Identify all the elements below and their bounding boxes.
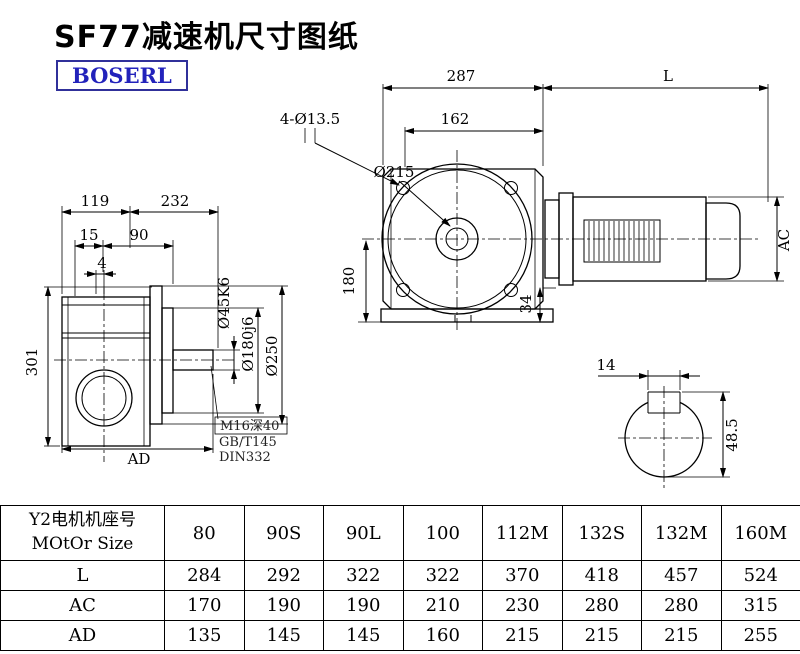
front-view-dimension-lines <box>304 84 784 323</box>
table-cell: 418 <box>561 560 642 591</box>
dim-L-label: L <box>663 67 673 85</box>
size-col-100: 100 <box>402 505 483 561</box>
table-header-motor-size: Y2电机机座号 MOtOr Size <box>0 505 165 561</box>
table-cell: 160 <box>402 620 483 651</box>
shaft-section-dimension-lines <box>598 370 730 478</box>
dim-flange-diameter-label: Ø215 <box>374 163 415 181</box>
note-standard1-label: GB/T145 <box>219 435 277 450</box>
table-cell: 210 <box>402 590 483 621</box>
table-header-row: Y2电机机座号 MOtOr Size 80 90S 90L 100 112M 1… <box>0 505 800 561</box>
size-col-90l: 90L <box>323 505 404 561</box>
dim-34-label: 34 <box>517 294 535 313</box>
dim-90-label: 90 <box>129 226 148 244</box>
side-view-centerlines <box>54 288 236 462</box>
dim-232-label: 232 <box>161 192 190 210</box>
side-view-dimension-lines <box>44 206 288 453</box>
brand-logo: BOSERL <box>56 60 188 91</box>
table-cell: 280 <box>641 590 722 621</box>
table-cell: 170 <box>164 590 245 621</box>
table-cell: 145 <box>323 620 404 651</box>
motor-size-label-en: MOtOr Size <box>31 534 134 554</box>
size-col-132m: 132M <box>641 505 722 561</box>
table-cell: 190 <box>323 590 404 621</box>
size-col-132s: 132S <box>561 505 642 561</box>
dim-bolt-holes-label: 4-Ø13.5 <box>280 110 340 128</box>
table-row-AD: AD 135 145 145 160 215 215 215 255 <box>0 620 800 651</box>
dim-flange-od-label: Ø250 <box>263 336 281 377</box>
dim-AC-label: AC <box>775 229 793 252</box>
shaft-section-centerlines <box>618 386 712 490</box>
table-cell: 135 <box>164 620 245 651</box>
table-cell: 255 <box>720 620 800 651</box>
table-cell: 230 <box>482 590 563 621</box>
table-cell: 215 <box>641 620 722 651</box>
table-cell: 280 <box>561 590 642 621</box>
note-thread-label: M16深40 <box>220 419 279 434</box>
table-cell: 215 <box>482 620 563 651</box>
motor-size-table: Y2电机机座号 MOtOr Size 80 90S 90L 100 112M 1… <box>0 505 800 651</box>
table-cell: 190 <box>243 590 324 621</box>
size-col-80: 80 <box>164 505 245 561</box>
motor-size-label-cn: Y2电机机座号 <box>28 510 137 531</box>
page-title: SF77减速机尺寸图纸 <box>54 20 359 55</box>
dim-shaft-height-label: 48.5 <box>723 418 741 451</box>
front-view-centerlines <box>362 150 758 332</box>
dim-162-label: 162 <box>441 110 470 128</box>
table-cell: 322 <box>323 560 404 591</box>
front-view-outline <box>380 163 741 323</box>
table-cell: 322 <box>402 560 483 591</box>
row-label-L: L <box>0 560 165 591</box>
dim-key-width-label: 14 <box>596 356 615 374</box>
size-col-112m: 112M <box>482 505 563 561</box>
table-cell: 457 <box>641 560 722 591</box>
dim-180-label: 180 <box>340 267 358 296</box>
dim-301-label: 301 <box>23 348 41 377</box>
table-row-L: L 284 292 322 322 370 418 457 524 <box>0 560 800 591</box>
dim-4-label: 4 <box>97 254 107 272</box>
technical-drawing: 287 L 4-Ø13.5 162 Ø215 180 34 AC <box>23 67 793 490</box>
table-cell: 524 <box>720 560 800 591</box>
row-label-AD: AD <box>0 620 165 651</box>
table-row-AC: AC 170 190 190 210 230 280 280 315 <box>0 590 800 621</box>
table-cell: 292 <box>243 560 324 591</box>
dim-AD-label: AD <box>127 450 151 468</box>
table-cell: 145 <box>243 620 324 651</box>
dim-spigot-diameter-label: Ø180j6 <box>239 316 257 371</box>
size-col-160m: 160M <box>720 505 800 561</box>
dim-15-label: 15 <box>79 226 98 244</box>
dim-119-label: 119 <box>81 192 110 210</box>
size-col-90s: 90S <box>243 505 324 561</box>
note-standard2-label: DIN332 <box>219 450 271 465</box>
side-view-outline <box>61 285 214 447</box>
row-label-AC: AC <box>0 590 165 621</box>
dim-shaft-diameter-label: Ø45K6 <box>215 277 233 329</box>
table-cell: 215 <box>561 620 642 651</box>
table-cell: 315 <box>720 590 800 621</box>
table-cell: 370 <box>482 560 563 591</box>
table-cell: 284 <box>164 560 245 591</box>
dim-287-label: 287 <box>447 67 476 85</box>
